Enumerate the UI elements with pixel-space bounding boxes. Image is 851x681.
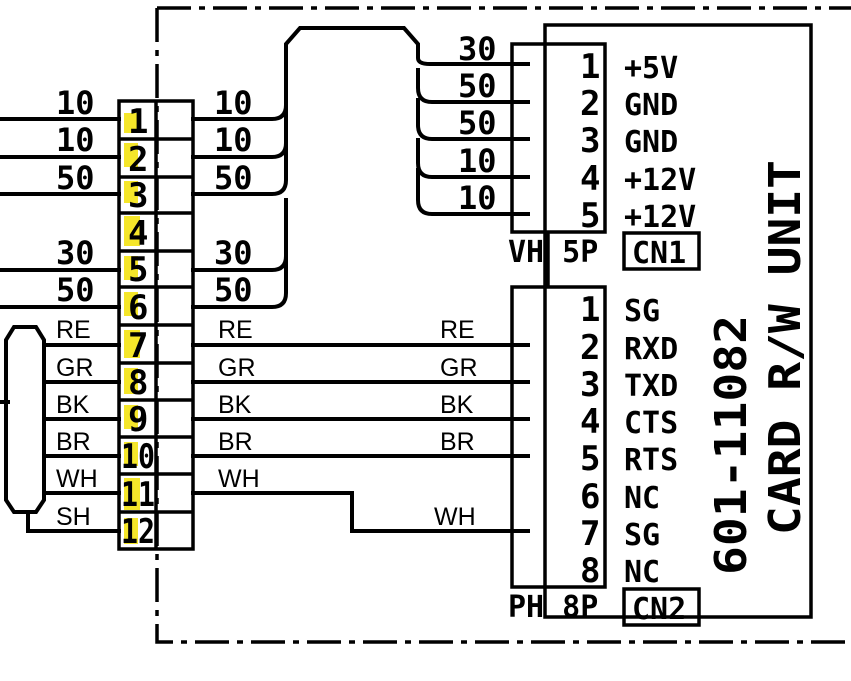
cn1-signal: +12V: [624, 163, 696, 198]
left-wire-sizes: 10 10 50 30 50: [56, 84, 95, 309]
unit-label: 601-11082 CARD R/W UNIT: [706, 160, 811, 575]
mid-color-codes: RE GR BK BR WH: [218, 316, 260, 493]
cn2-signal: RXD: [624, 332, 678, 367]
terminal-pin: 5: [128, 250, 148, 290]
left-wire-size: 50: [56, 271, 95, 309]
left-wire-size: 50: [56, 159, 95, 197]
cn2-signal: TXD: [624, 369, 678, 404]
right-wire-size: 10: [214, 121, 253, 159]
right-color-code: GR: [440, 354, 478, 382]
mid-color-code: BR: [218, 428, 253, 456]
left-wire-size: 10: [56, 121, 95, 159]
cn2-signal: CTS: [624, 406, 678, 441]
cn1-pin: 3: [580, 121, 600, 161]
cn1-wire-size: 50: [458, 104, 497, 142]
left-color-code: BK: [56, 391, 90, 419]
cn1-pin: 1: [580, 47, 600, 87]
left-color-code: RE: [56, 316, 91, 344]
terminal-pin: 1: [128, 102, 148, 142]
cn2-pin: 4: [580, 402, 600, 442]
left-color-codes: RE GR BK BR WH SH: [56, 316, 98, 531]
left-color-code: SH: [56, 503, 91, 531]
cn2-signal: RTS: [624, 443, 678, 478]
cn2-pin: 7: [580, 514, 600, 554]
right-color-code: BR: [440, 428, 475, 456]
left-wire-size: 30: [56, 234, 95, 272]
right-color-code: BK: [440, 391, 474, 419]
cn2-type-label: PH 8P: [508, 590, 598, 625]
cn1-pin: 2: [580, 84, 600, 124]
terminal-pin: 3: [128, 176, 148, 216]
card-rw-unit-box: [543, 23, 813, 619]
cn1-signal: GND: [624, 88, 678, 123]
cn2-signal: SG: [624, 294, 660, 329]
cn1-wire-size: 30: [458, 30, 497, 68]
shielded-cable: [4, 325, 46, 514]
cn2-signal: NC: [624, 555, 660, 590]
cn2-pin: 8: [580, 551, 600, 591]
cn1-wire-size: 50: [458, 67, 497, 105]
right-wire-size: 30: [214, 234, 253, 272]
mid-color-code: RE: [218, 316, 253, 344]
terminal-pin: 6: [128, 288, 148, 328]
left-color-code: WH: [56, 465, 98, 493]
right-wire-size: 50: [214, 271, 253, 309]
right-wire-size: 10: [214, 84, 253, 122]
cn1-name: CN1: [632, 236, 686, 271]
cn2-name-box: [622, 587, 701, 627]
right-color-code: RE: [440, 316, 475, 344]
right-color-codes: RE GR BK BR WH: [434, 316, 478, 531]
right-color-code: WH: [434, 503, 476, 531]
terminal-pin: 11: [121, 475, 155, 515]
cn2-pin: 3: [580, 365, 600, 405]
cn1-wire-sizes: 30 50 50 10 10: [458, 30, 497, 217]
cn2-pin: 6: [580, 477, 600, 517]
terminal-pin: 7: [128, 326, 148, 366]
left-wire-size: 10: [56, 84, 95, 122]
terminal-pin: 8: [128, 363, 148, 403]
terminal-pin: 4: [128, 214, 148, 254]
cn1-pin: 5: [580, 196, 600, 236]
terminal-highlight: [124, 113, 140, 544]
cn1-wire-size: 10: [458, 179, 497, 217]
cn1-signal: GND: [624, 125, 678, 160]
mid-color-code: GR: [218, 354, 256, 382]
cn2-signal: SG: [624, 518, 660, 553]
terminal-pin: 12: [121, 512, 155, 552]
cn2-pin: 2: [580, 328, 600, 368]
cn2-signal: NC: [624, 481, 660, 516]
cn1-pin: 4: [580, 159, 600, 199]
cn2-name: CN2: [632, 592, 686, 627]
mid-color-code: BK: [218, 391, 252, 419]
left-color-code: BR: [56, 428, 91, 456]
unit-name: CARD R/W UNIT: [760, 160, 811, 535]
cn1-signal: +12V: [624, 200, 696, 235]
cn1-name-box: [622, 231, 701, 271]
terminal-pin: 2: [128, 140, 148, 180]
terminal-right-wires: [191, 26, 530, 533]
right-wire-sizes: 10 10 50 30 50: [214, 84, 253, 309]
terminal-pin: 10: [121, 437, 155, 477]
terminal-pin-numbers: 1 2 3 4 5 6 7 8 9 10 11 12: [121, 102, 155, 552]
cn1-connector: 1 2 3 4 5 VH 5P CN1: [508, 42, 701, 271]
cn2-pin: 1: [580, 290, 600, 330]
left-color-code: GR: [56, 354, 94, 382]
cn2-connector: 1 2 3 4 5 6 7 8 PH 8P CN2: [508, 232, 701, 627]
right-wire-size: 50: [214, 159, 253, 197]
terminal-block: [117, 99, 195, 551]
mid-color-code: WH: [218, 465, 260, 493]
left-wires: [0, 117, 121, 533]
cn1-signal: +5V: [624, 51, 678, 86]
cn1-wire-size: 10: [458, 142, 497, 180]
cn2-signals: SG RXD TXD CTS RTS NC SG NC: [624, 294, 678, 590]
terminal-pin: 9: [128, 400, 148, 440]
unit-part-number: 601-11082: [706, 315, 757, 575]
cn1-type-label: VH 5P: [508, 235, 598, 270]
cn2-pin: 5: [580, 439, 600, 479]
cn1-signals: +5V GND GND +12V +12V: [624, 51, 696, 235]
